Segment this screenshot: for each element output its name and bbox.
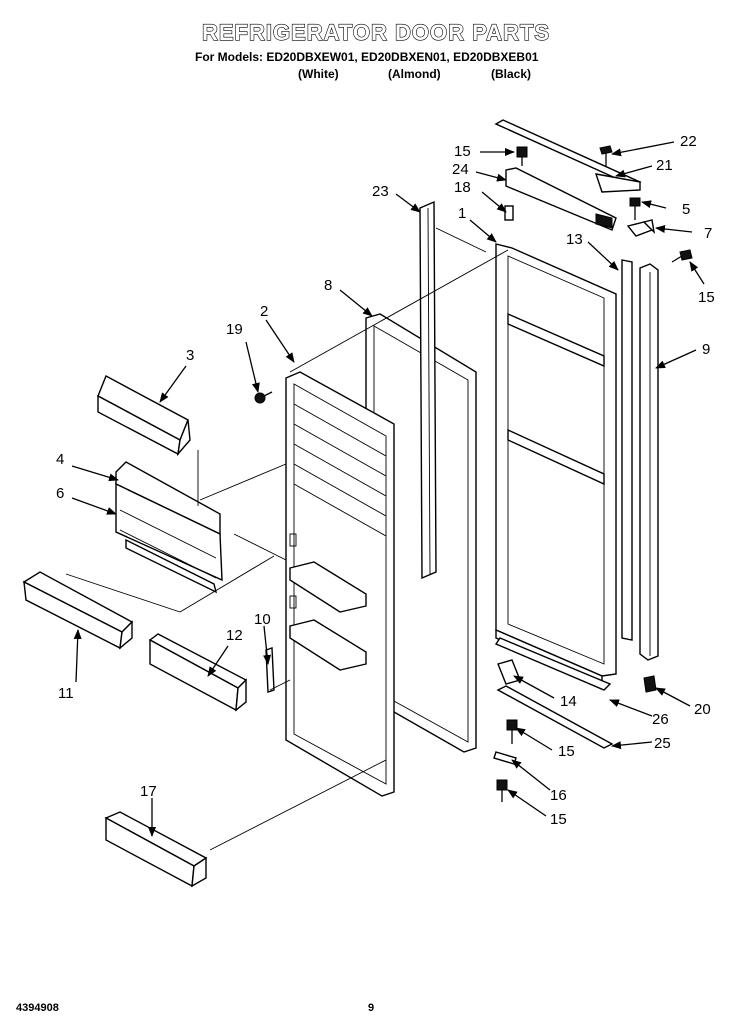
callout-4: 4 xyxy=(56,451,64,468)
callout-14: 14 xyxy=(560,693,577,710)
callout-5: 5 xyxy=(682,201,690,218)
top-trim-strip xyxy=(494,119,642,193)
screw-22 xyxy=(599,145,613,166)
door-bin-17 xyxy=(104,811,208,888)
screw-5 xyxy=(629,197,641,220)
assembly-lines xyxy=(65,227,509,851)
page-title: REFRIGERATOR DOOR PARTS xyxy=(201,19,551,45)
callout-24: 24 xyxy=(452,161,469,178)
callout-6: 6 xyxy=(56,485,64,502)
color-white: (White) xyxy=(298,67,339,81)
door-stop-bracket-7 xyxy=(626,219,656,237)
screw-15-top xyxy=(516,146,528,166)
callout-3: 3 xyxy=(186,347,194,364)
callout-10: 10 xyxy=(254,611,271,628)
top-hinge-bracket xyxy=(505,167,617,231)
inner-door-liner xyxy=(285,371,395,797)
dairy-door-3 xyxy=(97,375,191,457)
callout-20: 20 xyxy=(694,701,711,718)
callout-25: 25 xyxy=(654,735,671,752)
callout-7: 7 xyxy=(704,225,712,242)
callout-11: 11 xyxy=(58,685,74,702)
dairy-compartment-4 xyxy=(115,461,223,582)
document-number: 4394908 xyxy=(16,1002,59,1014)
callout-labels: 1 2 3 4 5 6 7 8 9 10 11 12 13 14 15 15 1… xyxy=(56,133,715,828)
models-line: For Models: ED20DBXEW01, ED20DBXEN01, ED… xyxy=(195,50,539,64)
callout-22: 22 xyxy=(680,133,697,150)
callout-19: 19 xyxy=(226,321,243,338)
callout-21: 21 xyxy=(656,157,673,174)
door-handle-9 xyxy=(639,263,659,661)
spring-16 xyxy=(493,751,517,765)
callout-15-top: 15 xyxy=(454,143,471,160)
callout-13: 13 xyxy=(566,231,583,248)
callout-12: 12 xyxy=(226,627,243,644)
callout-18: 18 xyxy=(454,179,471,196)
callout-8: 8 xyxy=(324,277,332,294)
dairy-shelf-6 xyxy=(125,538,218,594)
callout-9: 9 xyxy=(702,341,710,358)
bottom-hinge-14 xyxy=(497,659,521,685)
screw-15-right xyxy=(671,249,693,263)
callout-15-mid: 15 xyxy=(558,743,575,760)
callout-17: 17 xyxy=(140,783,157,800)
color-black: (Black) xyxy=(491,67,532,81)
callout-16: 16 xyxy=(550,787,567,804)
callout-26: 26 xyxy=(652,711,669,728)
screw-15-bottom-b xyxy=(496,779,508,802)
bottom-trim-26 xyxy=(494,637,612,691)
color-almond: (Almond) xyxy=(388,67,441,81)
callout-15-bottom: 15 xyxy=(550,811,567,828)
door-bin-12 xyxy=(148,633,248,712)
callout-15-right: 15 xyxy=(698,289,715,306)
callout-23: 23 xyxy=(372,183,389,200)
handle-trim-13 xyxy=(621,259,633,641)
bottom-bracket-20 xyxy=(643,675,657,693)
screw-19 xyxy=(254,391,273,404)
seal-strip-23 xyxy=(419,200,437,580)
outer-door-panel xyxy=(495,243,617,686)
page-number: 9 xyxy=(368,1002,375,1014)
callout-2: 2 xyxy=(260,303,268,320)
bottom-trim-25 xyxy=(496,685,614,749)
leader-lines xyxy=(71,141,705,837)
hinge-pin-18 xyxy=(504,205,514,221)
callout-1: 1 xyxy=(458,205,466,222)
door-bin-11 xyxy=(22,571,134,650)
screw-15-bottom-a xyxy=(506,719,518,744)
